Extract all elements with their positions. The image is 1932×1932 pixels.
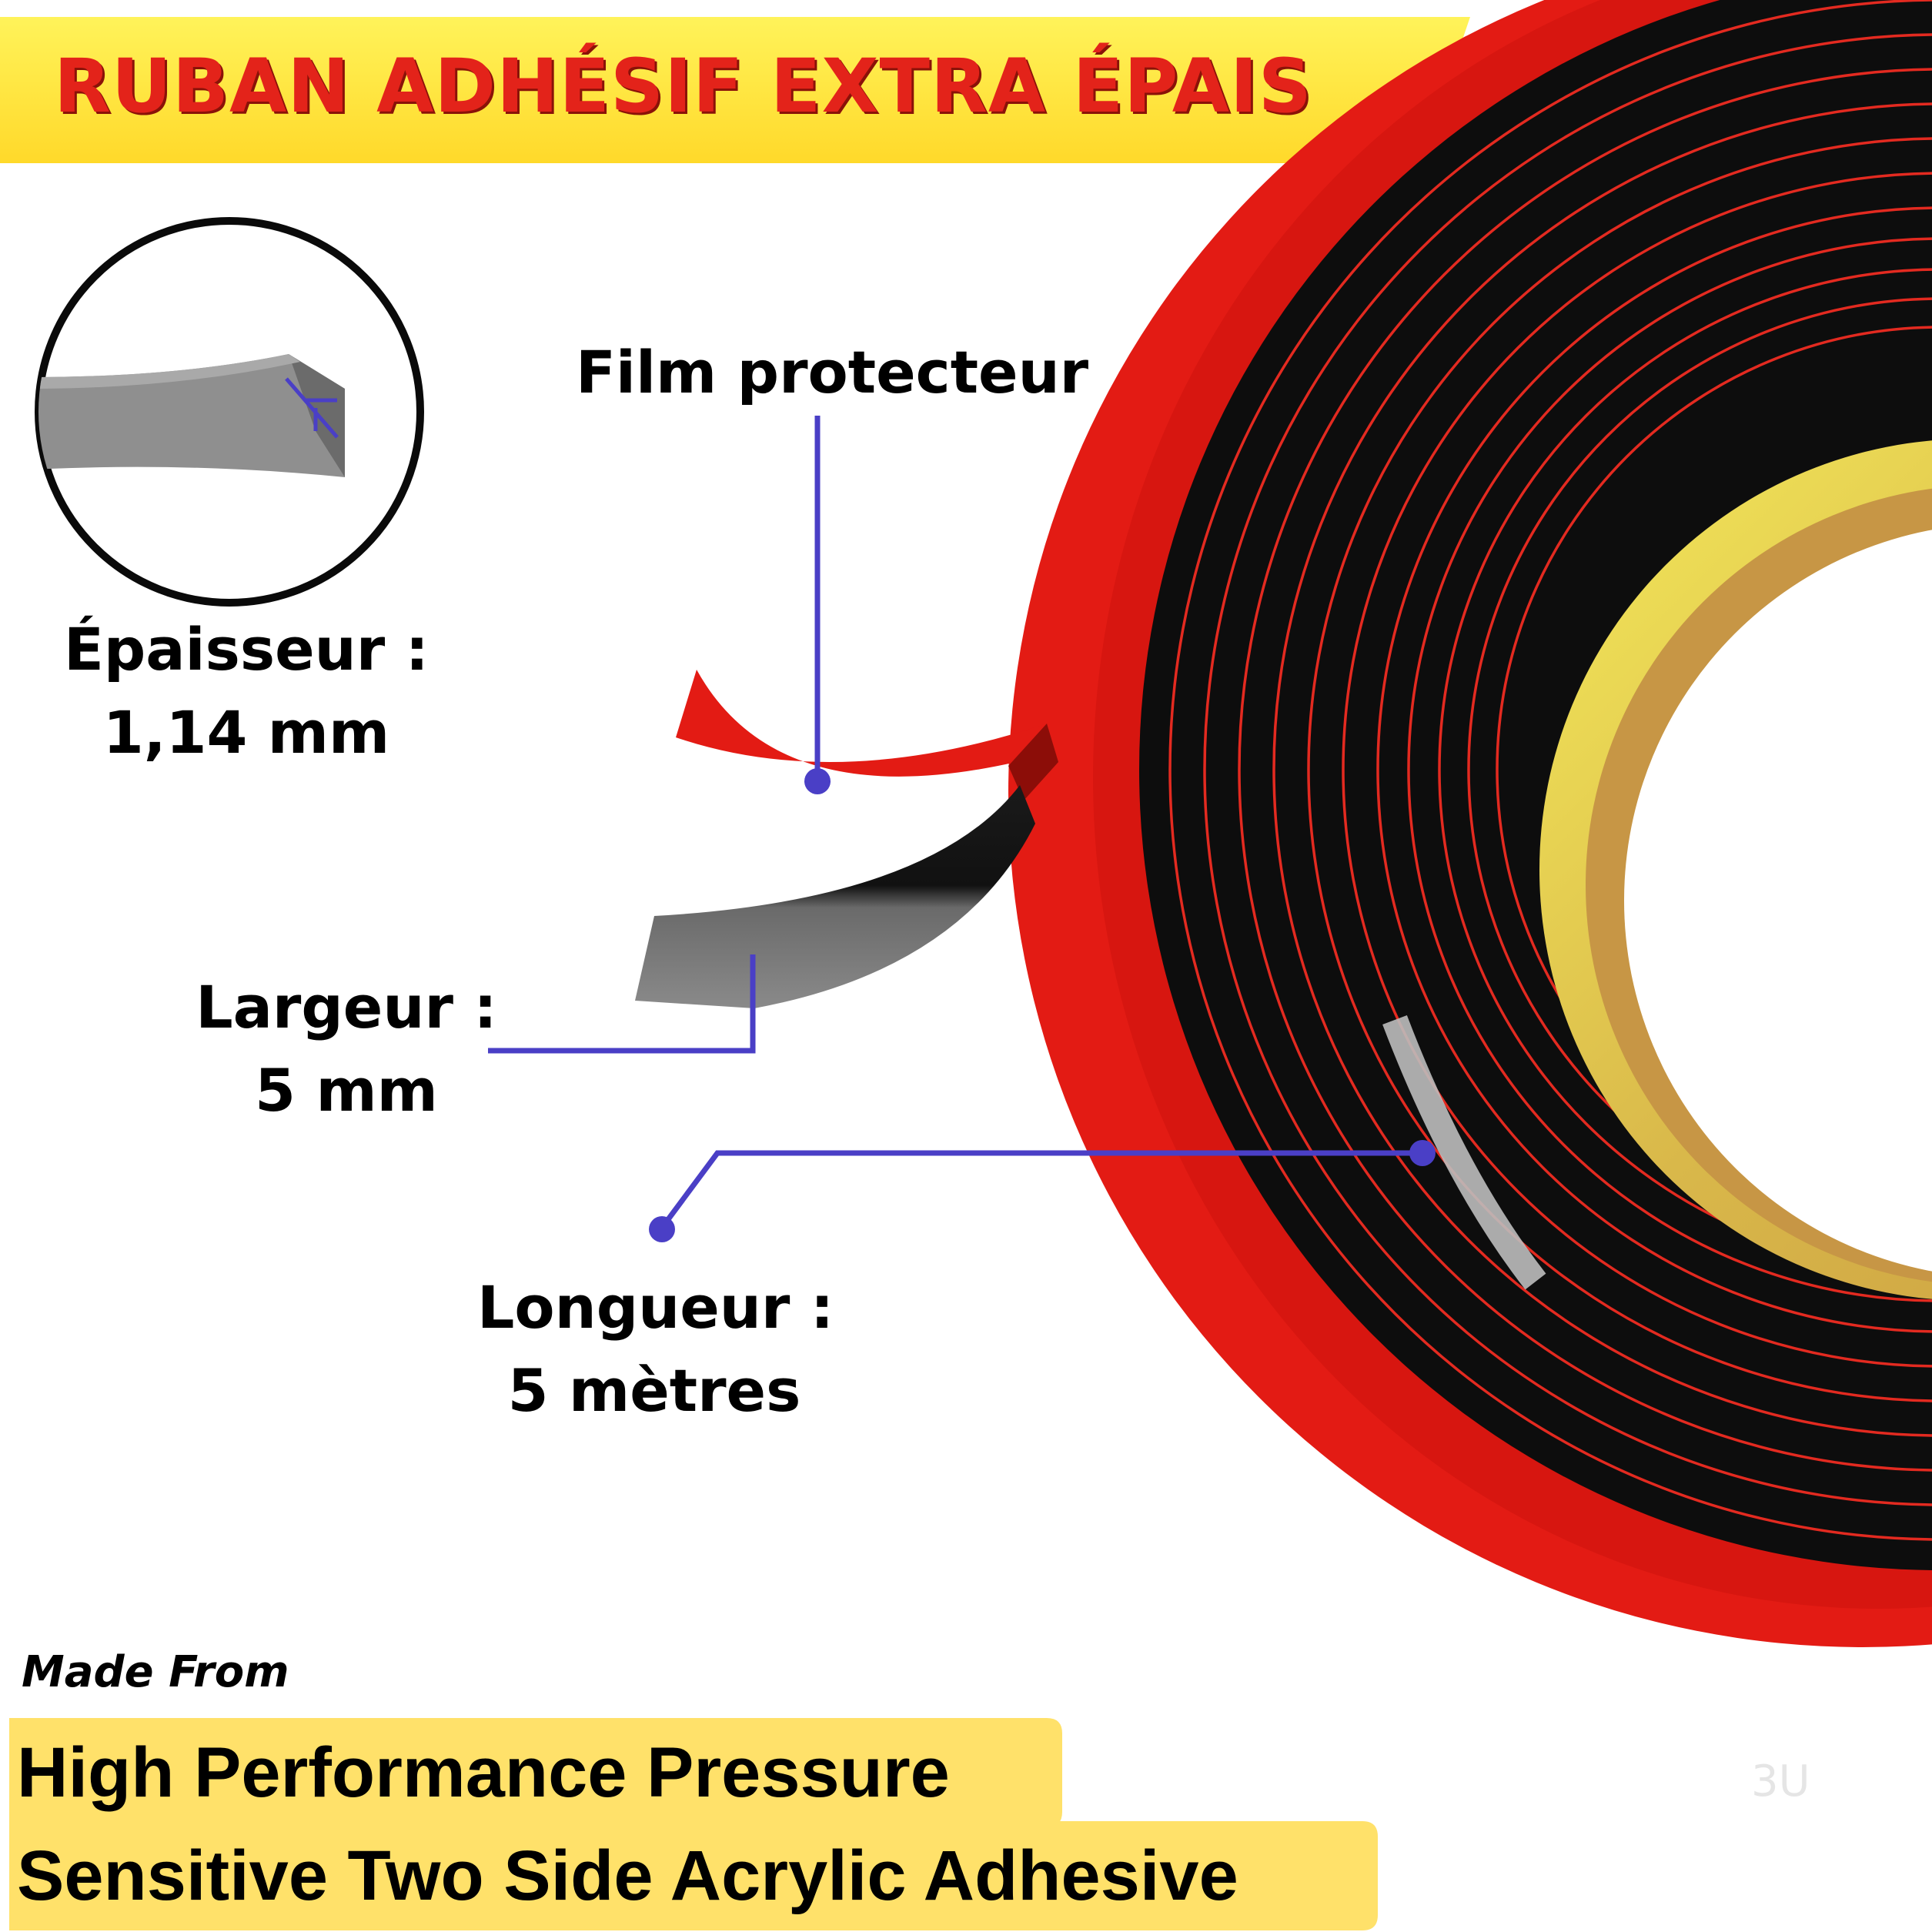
tape-roll xyxy=(1008,0,1932,1647)
banner-title: RUBAN ADHÉSIF EXTRA ÉPAIS xyxy=(54,43,1312,129)
film-callout-dot xyxy=(804,768,831,794)
callout-lines xyxy=(488,416,1422,1230)
footer-highlight-1 xyxy=(9,1718,1062,1827)
thickness-marker xyxy=(285,377,339,439)
footer-line-1: High Performance Pressure xyxy=(17,1733,950,1812)
width-callout-line xyxy=(488,954,756,1054)
width-value: 5 mm xyxy=(255,1056,438,1125)
length-label-line1: Longueur : xyxy=(477,1273,834,1342)
roll-hole xyxy=(1624,530,1932,1272)
protective-film-strip xyxy=(676,670,1047,777)
thickness-inset xyxy=(35,217,424,607)
thickness-label-line1: Épaisseur : xyxy=(63,615,430,684)
width-label: Largeur : 5 mm xyxy=(177,966,516,1132)
thickness-label: Épaisseur : 1,14 mm xyxy=(62,608,431,774)
callout-dots xyxy=(649,768,1436,1242)
length-value: 5 mètres xyxy=(507,1356,801,1425)
title-banner xyxy=(0,17,1470,163)
length-callout-dot-start xyxy=(649,1216,675,1242)
footer-highlight-2 xyxy=(9,1821,1378,1930)
length-label: Longueur : 5 mètres xyxy=(477,1266,834,1432)
winding-lines xyxy=(1168,0,1932,1541)
watermark: 3U xyxy=(1751,1757,1810,1807)
length-callout-dot-end xyxy=(1409,1140,1436,1166)
film-label: Film protecteur xyxy=(576,338,1089,406)
width-label-line1: Largeur : xyxy=(196,973,497,1041)
length-callout-line xyxy=(660,1150,1422,1230)
made-from-label: Made From xyxy=(22,1647,289,1697)
length-highlight xyxy=(1382,1014,1546,1290)
footer-line-2: Sensitive Two Side Acrylic Adhesive xyxy=(17,1837,1238,1915)
tape-strip xyxy=(635,785,1035,1008)
thickness-value: 1,14 mm xyxy=(102,698,390,767)
